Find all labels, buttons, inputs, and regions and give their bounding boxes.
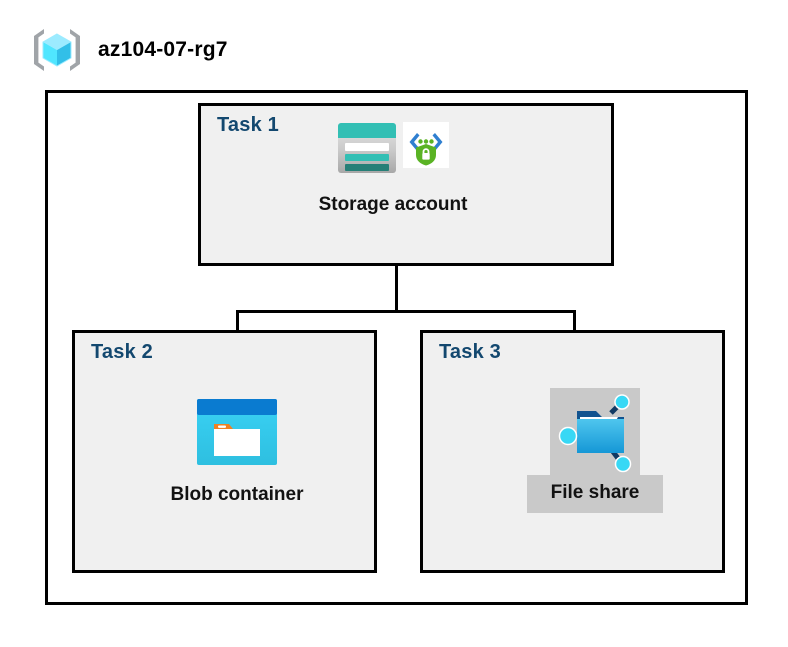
node-file-share[interactable]: File share xyxy=(500,388,690,513)
blob-container-icon xyxy=(196,398,278,466)
file-share-caption: File share xyxy=(526,475,664,513)
resource-group-header: az104-07-rg7 xyxy=(30,26,228,74)
connector-storage-trunk xyxy=(395,266,398,313)
task-1-label: Task 1 xyxy=(217,114,279,136)
connector-horizontal-bus xyxy=(236,310,576,313)
page-title: az104-07-rg7 xyxy=(98,38,228,61)
file-share-icon-highlight xyxy=(550,388,640,475)
task-3-label: Task 3 xyxy=(439,341,501,363)
node-blob-container[interactable]: Blob container xyxy=(122,398,352,507)
storage-account-icon xyxy=(337,122,397,174)
storage-account-caption: Storage account xyxy=(318,194,468,215)
storage-account-icon-row xyxy=(337,122,449,184)
secure-endpoint-shield-icon xyxy=(403,122,449,168)
resource-group-cube-icon xyxy=(30,26,84,74)
node-storage-account[interactable]: Storage account xyxy=(268,122,518,217)
task-2-label: Task 2 xyxy=(91,341,153,363)
blob-container-caption: Blob container xyxy=(170,484,304,505)
file-share-icon xyxy=(556,391,634,475)
